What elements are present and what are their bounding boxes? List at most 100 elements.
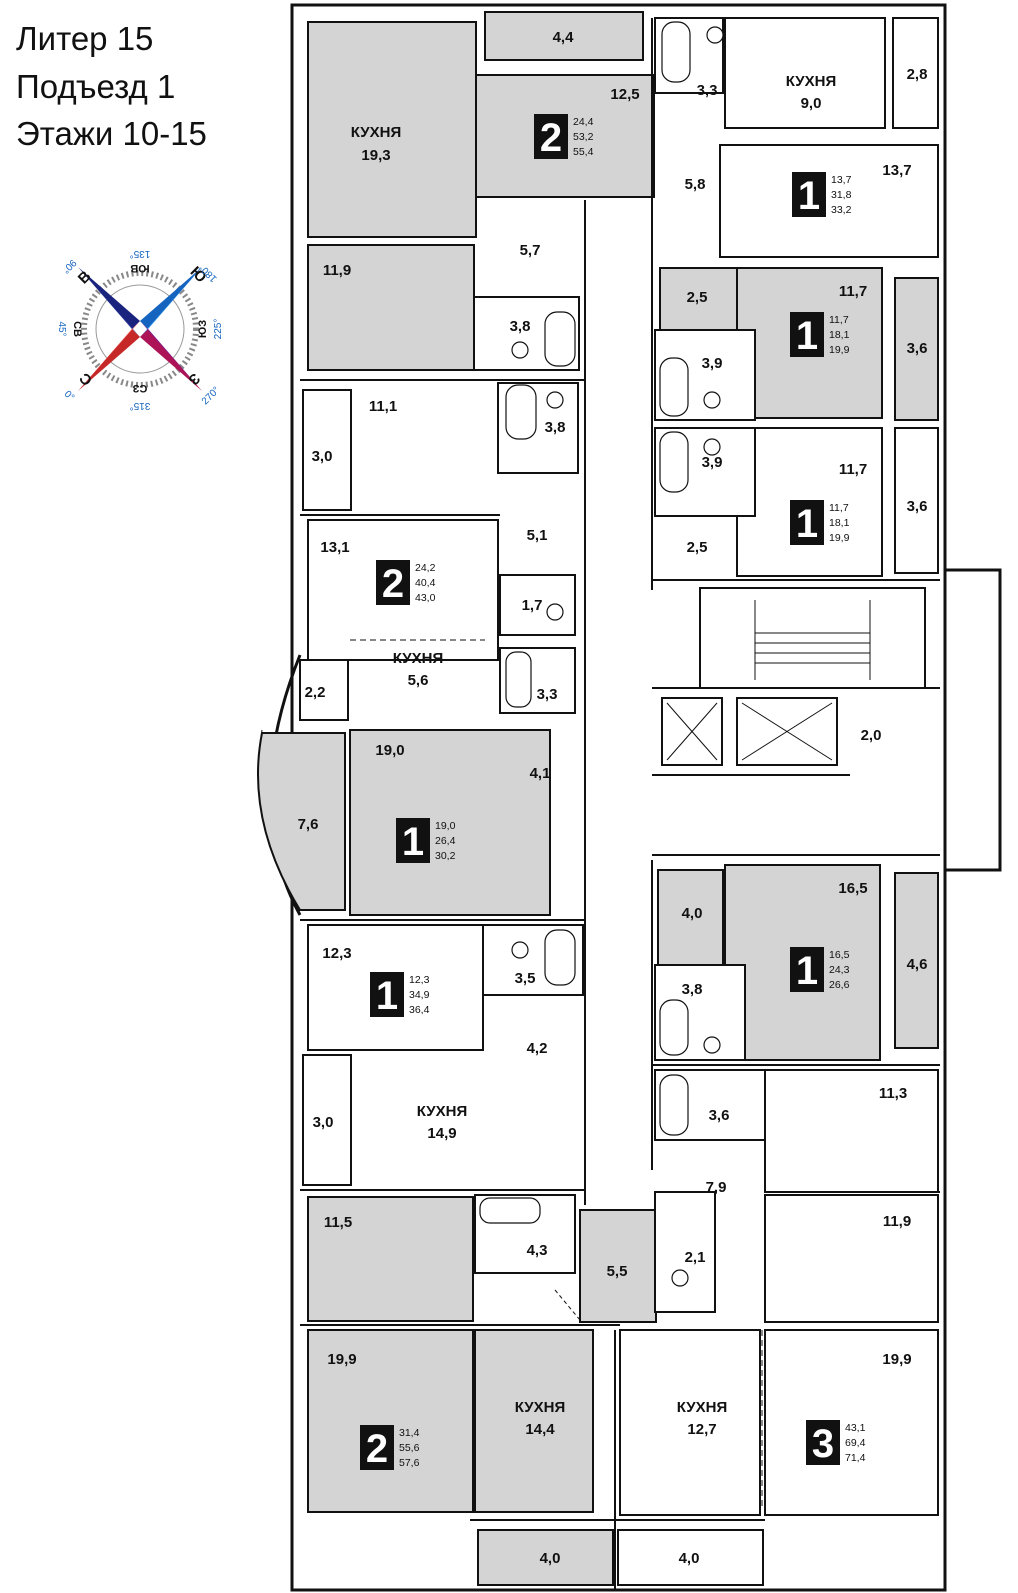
compass-deg-270: 270° <box>200 385 222 407</box>
badge-rooms: 1 <box>376 974 398 1018</box>
badge-area-total: 26,4 <box>435 835 456 847</box>
area-19-0: 19,0 <box>375 742 404 759</box>
area-4-4: 4,4 <box>553 29 575 46</box>
badge-area-total: 24,3 <box>829 964 850 976</box>
area-16-5: 16,5 <box>838 880 867 897</box>
area-3-9: 3,9 <box>702 355 723 372</box>
apartment-badge: 1 11,7 18,1 19,9 <box>790 500 850 546</box>
area-3-5: 3,5 <box>515 970 536 987</box>
badge-area-total: 69,4 <box>845 1437 866 1449</box>
area-3-6: 3,6 <box>709 1107 730 1124</box>
badge-area-with-balcony: 19,9 <box>829 344 850 356</box>
badge-area-with-balcony: 71,4 <box>845 1452 866 1464</box>
compass-deg-90: 90° <box>60 257 78 275</box>
badge-area-living: 13,7 <box>831 174 852 186</box>
compass-deg-0: 0° <box>62 389 77 404</box>
area-5-6: 5,6 <box>408 672 429 689</box>
area-1-7: 1,7 <box>522 597 543 614</box>
kitchen-labels: КУХНЯ КУХНЯ КУХНЯ КУХНЯ КУХНЯ КУХНЯ <box>351 73 836 1416</box>
badge-area-total: 18,1 <box>829 329 850 341</box>
header-litera: Литер 15 <box>16 20 154 57</box>
area-9-0: 9,0 <box>801 95 822 112</box>
area-2-5: 2,5 <box>687 539 708 556</box>
area-13-7: 13,7 <box>882 162 911 179</box>
badge-area-total: 34,9 <box>409 989 430 1001</box>
compass-deg-315: 315° <box>130 400 151 411</box>
kitchen-label: КУХНЯ <box>515 1399 565 1416</box>
kitchen-label: КУХНЯ <box>393 650 443 667</box>
badge-area-with-balcony: 57,6 <box>399 1457 420 1469</box>
badge-rooms: 2 <box>366 1427 388 1471</box>
compass-deg-225: 225° <box>213 319 224 340</box>
badge-area-living: 24,2 <box>415 562 436 574</box>
badge-area-total: 55,6 <box>399 1442 420 1454</box>
compass-southeast: ЮВ <box>130 262 149 274</box>
area-7-9: 7,9 <box>706 1179 727 1196</box>
badge-rooms: 1 <box>796 502 818 546</box>
badge-area-total: 31,8 <box>831 189 852 201</box>
area-3-3: 3,3 <box>537 686 558 703</box>
area-4-2: 4,2 <box>527 1040 548 1057</box>
apartment-badge: 2 24,2 40,4 43,0 <box>376 560 436 606</box>
badge-rooms: 1 <box>402 820 424 864</box>
area-3-0: 3,0 <box>313 1114 334 1131</box>
compass-north: С <box>76 369 96 389</box>
area-2-0: 2,0 <box>861 727 882 744</box>
badge-rooms: 1 <box>796 949 818 993</box>
area-2-8: 2,8 <box>907 66 928 83</box>
header-floors: Этажи 10-15 <box>16 115 207 152</box>
left-rooms <box>257 11 657 1586</box>
badge-area-living: 11,7 <box>829 314 849 326</box>
kitchen-label: КУХНЯ <box>786 73 836 90</box>
badge-area-living: 24,4 <box>573 116 594 128</box>
apartment-badge: 3 43,1 69,4 71,4 <box>806 1420 866 1466</box>
area-4-0: 4,0 <box>679 1550 700 1567</box>
badge-area-living: 11,7 <box>829 502 849 514</box>
area-5-8: 5,8 <box>685 176 706 193</box>
area-3-0: 3,0 <box>312 448 333 465</box>
badge-area-living: 19,0 <box>435 820 456 832</box>
area-2-5: 2,5 <box>687 289 708 306</box>
compass-west: З <box>185 370 204 389</box>
room-labels: 4,4 12,5 19,3 5,7 11,9 3,8 11,1 3,8 3,0 … <box>298 29 928 1567</box>
area-14-4: 14,4 <box>525 1421 555 1438</box>
badge-area-total: 53,2 <box>573 131 594 143</box>
area-4-6: 4,6 <box>907 956 928 973</box>
fixtures <box>479 21 871 1287</box>
area-12-7: 12,7 <box>687 1421 716 1438</box>
apartment-badge: 1 12,3 34,9 36,4 <box>370 972 430 1018</box>
area-14-9: 14,9 <box>427 1125 456 1142</box>
apartment-badge: 1 19,0 26,4 30,2 <box>396 818 456 864</box>
area-3-3: 3,3 <box>697 82 718 99</box>
area-19-9: 19,9 <box>327 1351 356 1368</box>
area-11-7: 11,7 <box>839 283 867 300</box>
area-4-3: 4,3 <box>527 1242 548 1259</box>
header-entrance: Подъезд 1 <box>16 68 176 105</box>
area-5-1: 5,1 <box>527 527 548 544</box>
area-5-7: 5,7 <box>520 242 541 259</box>
compass-rose: Ю ЮВ В СВ С СЗ З ЮЗ 180° 135° 90° 45° 0°… <box>56 248 224 411</box>
compass-northeast: СВ <box>71 321 83 337</box>
compass-deg-45: 45° <box>56 321 67 336</box>
area-12-5: 12,5 <box>610 86 639 103</box>
area-3-8: 3,8 <box>510 318 531 335</box>
kitchen-label: КУХНЯ <box>417 1103 467 1120</box>
badge-rooms: 1 <box>796 314 818 358</box>
compass-northwest: СЗ <box>133 382 148 394</box>
badge-area-living: 12,3 <box>409 974 430 986</box>
badge-rooms: 2 <box>540 116 562 160</box>
badge-area-with-balcony: 55,4 <box>573 146 594 158</box>
apartment-badge: 2 31,4 55,6 57,6 <box>360 1425 420 1471</box>
area-5-5: 5,5 <box>607 1263 628 1280</box>
area-3-6: 3,6 <box>907 498 928 515</box>
kitchen-label: КУХНЯ <box>351 124 401 141</box>
badge-area-total: 18,1 <box>829 517 850 529</box>
area-2-1: 2,1 <box>685 1249 706 1266</box>
badge-rooms: 3 <box>812 1422 834 1466</box>
area-11-7: 11,7 <box>839 461 867 478</box>
area-11-1: 11,1 <box>369 398 397 415</box>
area-19-3: 19,3 <box>361 147 390 164</box>
area-12-3: 12,3 <box>322 945 351 962</box>
area-4-0: 4,0 <box>682 905 703 922</box>
